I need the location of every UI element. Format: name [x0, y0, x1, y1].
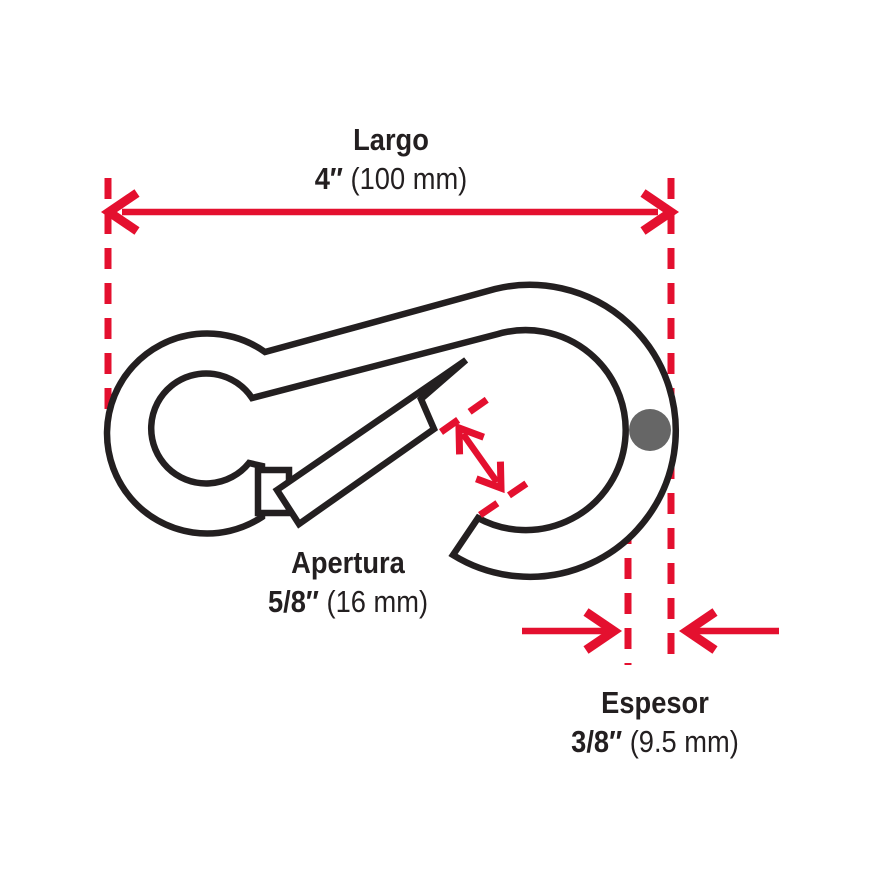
- opening-reference-line-upper: [438, 393, 495, 435]
- espesor-left-arrowhead: [583, 608, 623, 654]
- carabiner-gate: [272, 357, 469, 529]
- apertura-arrowhead-lower: [475, 461, 505, 494]
- largo-dimension-arrow: [100, 189, 680, 235]
- largo-label: Largo 4″ (100 mm): [315, 120, 468, 198]
- largo-arrowhead-left: [100, 189, 140, 235]
- espesor-name: Espesor: [601, 685, 709, 720]
- opening-reference-line-lower: [478, 474, 538, 518]
- apertura-arrow-shaft: [460, 432, 500, 484]
- espesor-value: 3/8″ (9.5 mm): [571, 724, 739, 759]
- apertura-name: Apertura: [291, 545, 405, 580]
- espesor-dimension-arrows: [522, 608, 779, 654]
- largo-arrowhead-right: [640, 189, 680, 235]
- apertura-dimension-arrow: [455, 422, 505, 494]
- apertura-label: Apertura 5/8″ (16 mm): [268, 543, 428, 621]
- largo-name: Largo: [353, 122, 429, 157]
- espesor-label: Espesor 3/8″ (9.5 mm): [571, 683, 739, 761]
- wire-cross-section-dot: [629, 409, 671, 451]
- carabiner-body: [103, 281, 679, 581]
- apertura-value: 5/8″ (16 mm): [267, 584, 429, 619]
- largo-value: 4″ (100 mm): [314, 161, 468, 196]
- apertura-arrowhead-upper: [455, 422, 485, 455]
- espesor-right-arrowhead: [678, 608, 718, 654]
